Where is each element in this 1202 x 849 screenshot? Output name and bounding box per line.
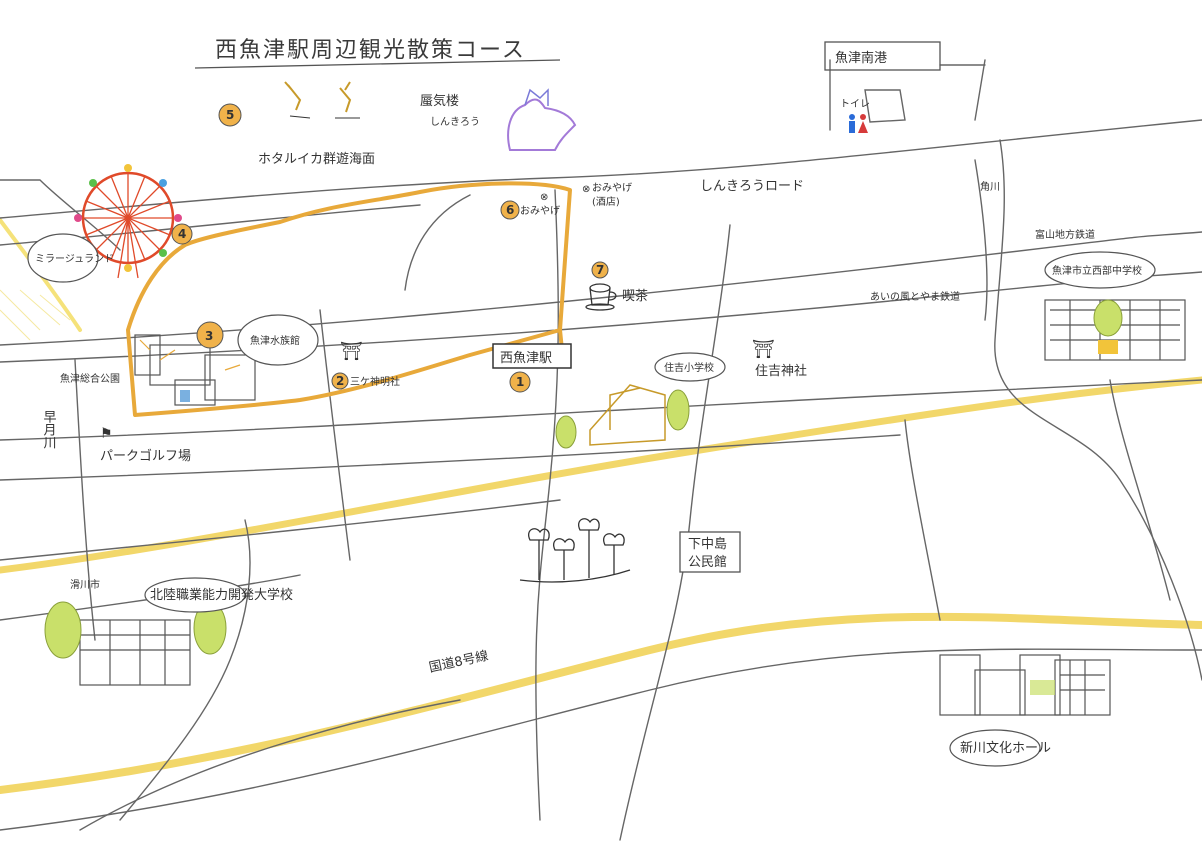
firefly-squid-icon [284, 81, 360, 119]
route8-highway [0, 612, 1202, 794]
mirage-tower-label: 蜃気楼 [420, 93, 459, 109]
mirage-tower-reading: しんきろう [430, 116, 480, 128]
omiyage-label: おみやげ [520, 205, 560, 217]
tree-icon [44, 601, 227, 659]
station-box: 西魚津駅 [492, 343, 572, 369]
hokuriku-school-bubble: 北陸職業能力開発大学校 [144, 577, 293, 613]
walking-route [126, 181, 572, 417]
toilet-label: トイレ [840, 99, 870, 110]
park-shading [0, 289, 71, 341]
aquarium-label: 魚津水族館 [250, 334, 300, 347]
marker-7[interactable]: 7 [591, 261, 609, 279]
shinkawa-hall-bubble: 新川文化ホール [949, 729, 1051, 767]
sumiyoshi-school-bubble: 住吉小学校 [654, 352, 726, 382]
aquarium-building-icon [134, 334, 256, 406]
map-title-group: 西魚津駅周辺観光散策コース [194, 38, 561, 69]
park-golf-label: パークゴルフ場 [100, 448, 191, 464]
sumiyoshi-shrine-icon: ⛩ [752, 339, 775, 360]
shrine-mikkaichi-label: 三ケ神明社 [350, 375, 400, 388]
namerikawa-label: 滑川市 [70, 578, 100, 591]
marker-1[interactable]: 1 [509, 371, 531, 393]
shinkawa-hall-icon [939, 654, 1111, 716]
shimonakajima-label-1: 下中島 [688, 537, 727, 552]
miragelands-bubble: ミラージュランド [27, 233, 114, 283]
sumiyoshi-shrine-label: 住吉神社 [755, 363, 807, 379]
hokuriku-school-label: 北陸職業能力開発大学校 [150, 587, 293, 603]
tree-icon [1093, 299, 1123, 354]
omiyage-sub-label: (酒店) [592, 195, 620, 208]
marker-7-label: 7 [596, 263, 604, 277]
shinkiro-road-label: しんきろうロード [700, 179, 804, 194]
nishibu-school-label: 魚津市立西部中学校 [1052, 264, 1142, 277]
marker-6[interactable]: 6 [500, 200, 520, 220]
kakuri-label: 角川 [980, 181, 1000, 193]
marker-6-label: 6 [506, 203, 514, 217]
ainokaze-label: あいの風とやま鉄道 [870, 290, 960, 303]
hokuriku-school-icon [79, 619, 191, 686]
marker-4[interactable]: 4 [171, 223, 193, 245]
river-haya-label: 早月川 [41, 410, 57, 449]
toilet-icon [849, 114, 868, 133]
port-label: 魚津南港 [835, 50, 887, 66]
tree-icon [555, 389, 690, 449]
toyama-railway-label: 富山地方鉄道 [1035, 228, 1095, 241]
flag-icon: ⚑ [100, 426, 113, 442]
shrine-mark-icon: ⛩ [340, 341, 363, 362]
sumiyoshi-school-icon [589, 384, 666, 446]
station-label: 西魚津駅 [500, 351, 552, 366]
marker-3[interactable]: 3 [196, 321, 224, 349]
aquarium-bubble: 魚津水族館 [237, 314, 319, 366]
shimonakajima-label-2: 公民館 [688, 555, 727, 570]
port-label-box: 魚津南港 [824, 41, 941, 71]
cafe-label: 喫茶 [622, 288, 648, 304]
omiyage2-icon: ⊗ [582, 184, 590, 195]
marker-1-label: 1 [516, 375, 524, 389]
map-title: 西魚津駅周辺観光散策コース [215, 38, 526, 63]
cafe-cup-icon [585, 283, 617, 311]
marker-4-label: 4 [178, 227, 186, 241]
general-park-label: 魚津総合公園 [60, 372, 120, 385]
marker-5-label: 5 [226, 108, 234, 122]
marker-5[interactable]: 5 [218, 103, 242, 127]
route8-label: 国道8号線 [428, 648, 490, 676]
shinkawa-hall-label: 新川文化ホール [960, 740, 1051, 756]
shimonakajima-box: 下中島 公民館 [679, 531, 741, 573]
miragelands-label: ミラージュランド [35, 253, 114, 265]
marker-2-label: 2 [336, 374, 344, 388]
tulip-icons [519, 518, 631, 583]
nishibu-school-bubble: 魚津市立西部中学校 [1044, 251, 1156, 289]
course-markers: 1 2 3 4 5 6 7 [171, 103, 609, 393]
marker-2[interactable]: 2 [331, 372, 349, 390]
mirage-tower-icon [507, 88, 577, 151]
ferris-wheel-icon [74, 164, 182, 279]
firefly-squid-label: ホタルイカ群遊海面 [258, 152, 375, 167]
marker-3-label: 3 [205, 329, 213, 343]
omiyage2-label: おみやげ [592, 182, 632, 194]
omiyage-icon: ⊗ [540, 192, 548, 203]
sumiyoshi-school-label: 住吉小学校 [664, 361, 714, 374]
